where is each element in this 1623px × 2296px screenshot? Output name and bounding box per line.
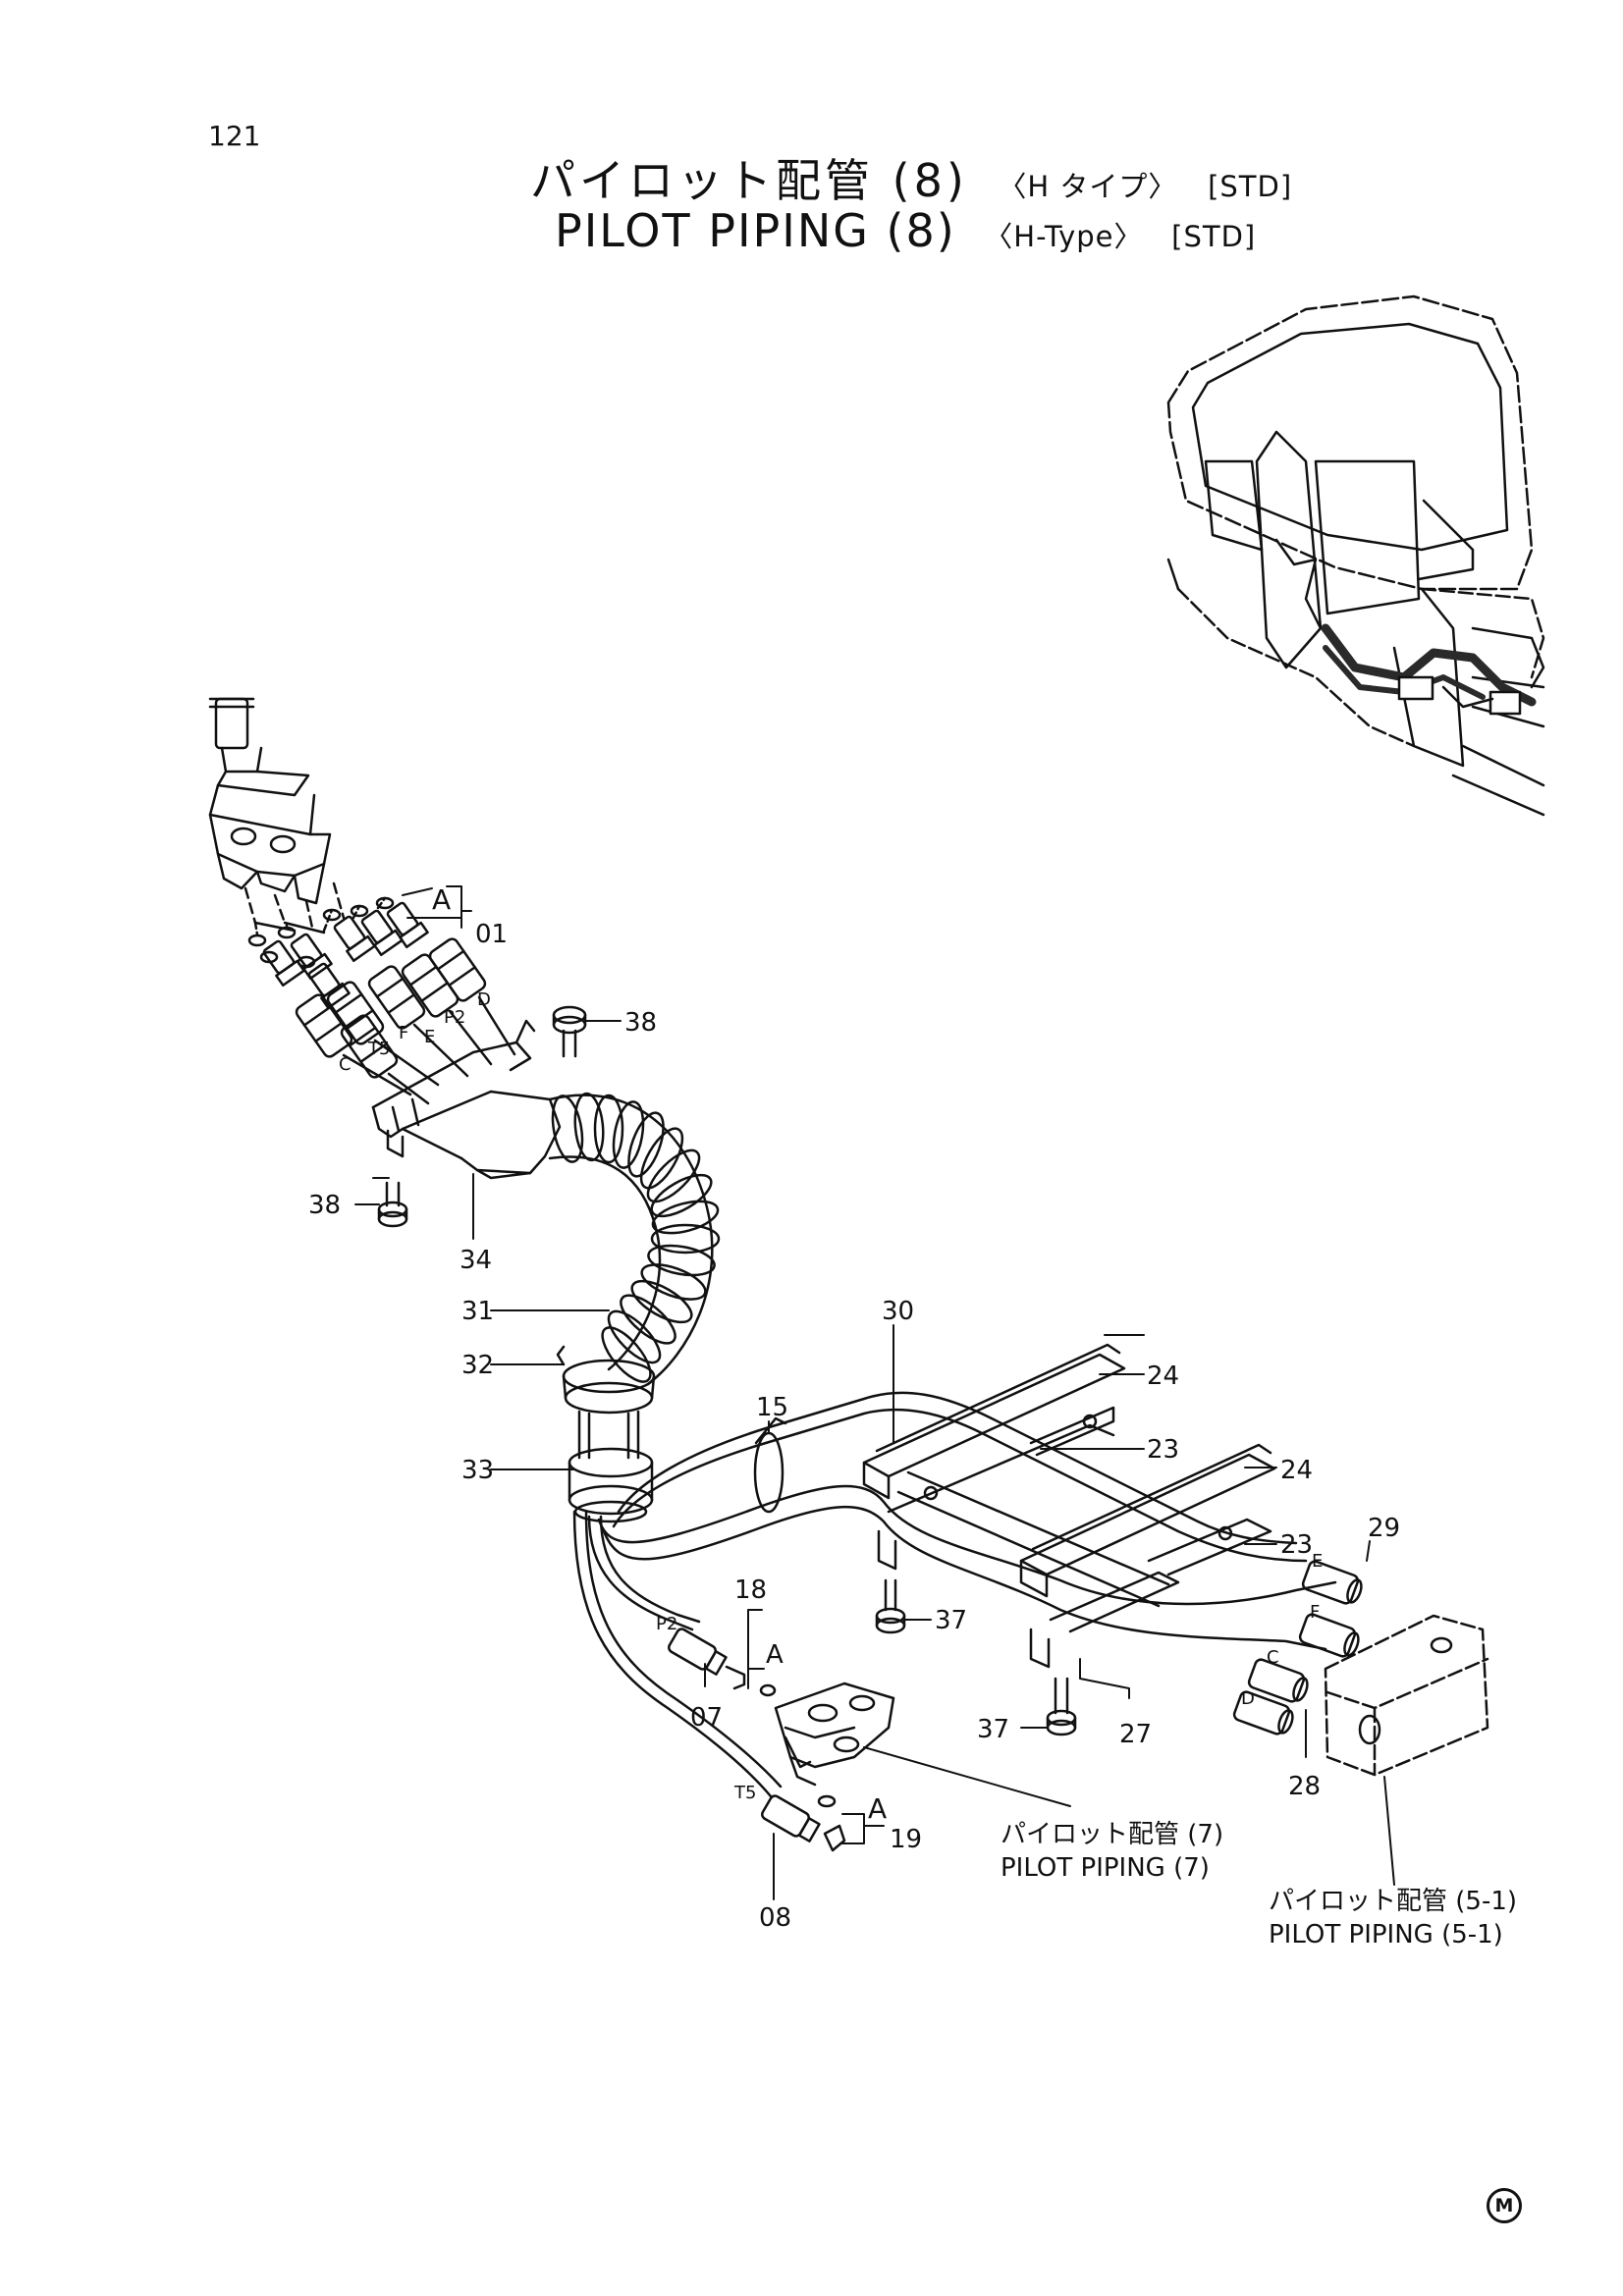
pilot-valve-illustration — [208, 697, 346, 934]
label-a-low: A — [868, 1792, 887, 1825]
label-t5-hose: T5 — [733, 1783, 756, 1803]
reference-5-1-en: PILOT PIPING (5-1) — [1269, 1920, 1503, 1949]
title-english: PILOT PIPING (8) 〈H-Type〉 [STD] — [555, 204, 1256, 257]
label-f-valve: F — [399, 1023, 408, 1043]
hose-ends-left — [668, 1628, 846, 1852]
label-e-hose: E — [1312, 1551, 1323, 1572]
label-part-31: 31 — [461, 1297, 494, 1326]
label-part-24-lower: 24 — [1280, 1456, 1313, 1485]
label-part-38-top: 38 — [624, 1008, 657, 1038]
label-part-07: 07 — [690, 1703, 723, 1733]
page-number: 121 — [208, 120, 261, 152]
hose-clamp — [753, 1416, 787, 1514]
label-part-15: 15 — [756, 1393, 788, 1422]
reference-7-jp: パイロット配管 (7) — [1001, 1820, 1224, 1849]
reference-pilot-piping-7: パイロット配管 (7) PILOT PIPING (7) — [1001, 1818, 1223, 1885]
label-part-32: 32 — [461, 1351, 494, 1380]
label-a-mid: A — [766, 1640, 784, 1670]
hose-bracket — [371, 1019, 562, 1180]
label-part-38-left: 38 — [308, 1191, 341, 1220]
label-part-37-left: 37 — [935, 1606, 967, 1635]
label-p2-hose: P2 — [656, 1614, 677, 1634]
label-t5-valve: T5 — [367, 1039, 390, 1059]
mounting-rails — [862, 1343, 1276, 1669]
reference-5-1-jp: パイロット配管 (5-1) — [1269, 1887, 1518, 1916]
title-jp-main: パイロット配管 (8) — [530, 154, 968, 207]
label-d-valve: D — [477, 989, 491, 1010]
title-jp-std: [STD] — [1208, 170, 1293, 203]
label-part-33: 33 — [461, 1456, 494, 1485]
label-e-valve: E — [424, 1027, 435, 1047]
label-c-valve: C — [339, 1054, 352, 1075]
label-part-23-lower: 23 — [1280, 1530, 1313, 1560]
label-part-24-upper: 24 — [1147, 1362, 1179, 1391]
label-d-hose: D — [1241, 1688, 1255, 1709]
label-c-hose: C — [1267, 1647, 1279, 1668]
label-part-28: 28 — [1288, 1772, 1321, 1801]
hose-ends-right — [1232, 1560, 1363, 1735]
pilot-hoses — [572, 1391, 1337, 1798]
title-japanese: パイロット配管 (8) 〈H タイプ〉 [STD] — [530, 145, 1292, 210]
callout-labels: 01 07 08 15 18 19 23 23 24 24 27 28 29 3… — [308, 920, 1400, 1933]
label-part-37-right: 37 — [977, 1715, 1009, 1744]
label-part-27: 27 — [1119, 1720, 1152, 1749]
hose-ribs — [551, 1092, 721, 1383]
title-jp-type: 〈H タイプ〉 — [998, 170, 1178, 203]
reference-7-en: PILOT PIPING (7) — [1001, 1853, 1210, 1883]
label-part-08: 08 — [759, 1903, 791, 1933]
label-p2-valve: P2 — [444, 1007, 465, 1028]
leader-lines — [354, 885, 1395, 1900]
port-labels: A A A C T5 F E P2 D P2 T5 E F C D — [339, 883, 1323, 1825]
label-f-hose: F — [1310, 1602, 1320, 1623]
cab-inset-illustration — [1166, 294, 1545, 817]
reference-pilot-piping-5-1: パイロット配管 (5-1) PILOT PIPING (5-1) — [1269, 1885, 1517, 1951]
label-part-01: 01 — [475, 920, 508, 949]
title-en-std: [STD] — [1171, 220, 1257, 253]
bolts — [377, 1005, 1077, 1736]
corner-circle-mark: M — [1487, 2188, 1522, 2223]
label-part-29: 29 — [1368, 1514, 1400, 1543]
fitting-group — [247, 896, 516, 1105]
label-part-23-upper: 23 — [1147, 1435, 1179, 1465]
label-part-18: 18 — [734, 1575, 767, 1605]
label-part-34: 34 — [460, 1246, 492, 1275]
pilot-valve-block-7 — [774, 1682, 895, 1787]
control-valve-box-5-1 — [1324, 1614, 1489, 1777]
title-en-type: 〈H-Type〉 — [984, 220, 1144, 253]
label-a-top: A — [432, 883, 451, 916]
label-part-30: 30 — [882, 1297, 914, 1326]
title-en-main: PILOT PIPING (8) — [555, 204, 956, 257]
corrugated-hose — [548, 1092, 721, 1523]
label-part-19: 19 — [890, 1825, 922, 1854]
